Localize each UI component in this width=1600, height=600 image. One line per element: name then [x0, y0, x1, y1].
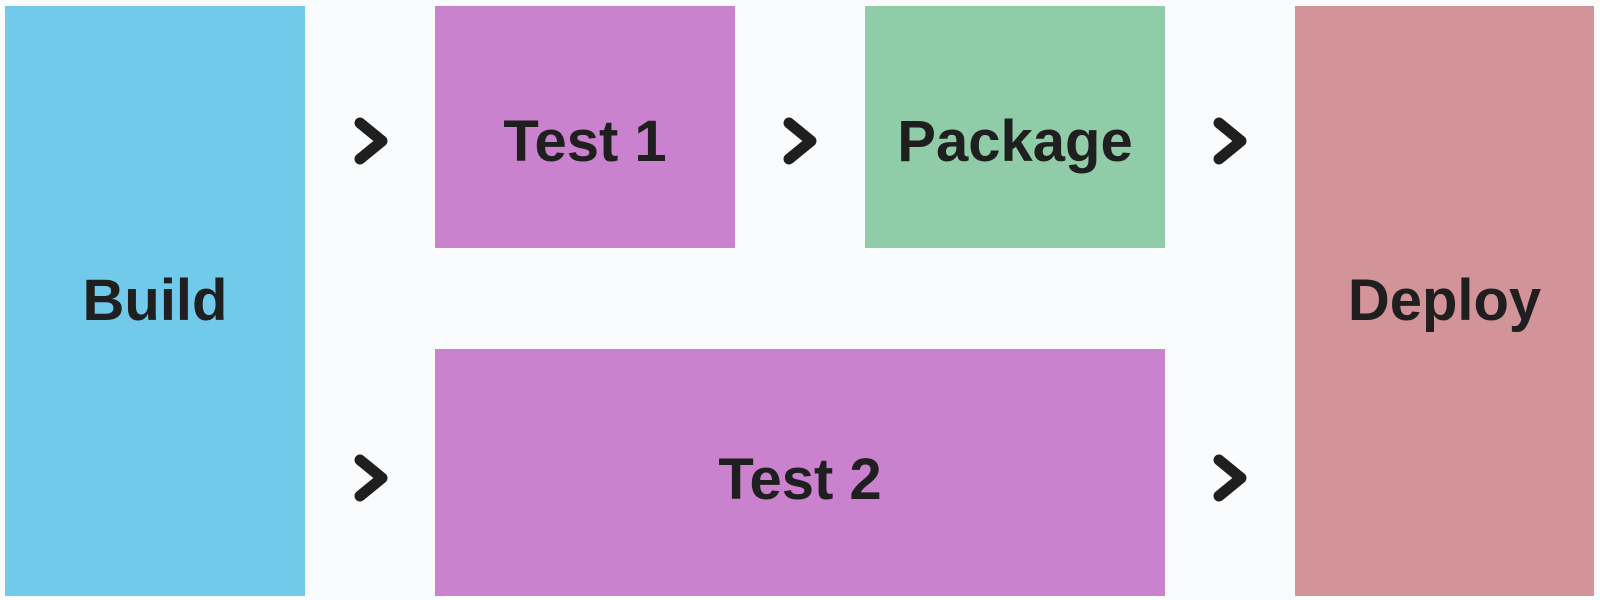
stage-test-1[interactable]: Test 1 [435, 6, 735, 248]
stage-build[interactable]: Build [5, 6, 305, 596]
stage-test-1-label: Test 1 [503, 109, 667, 174]
stage-test-2-label: Test 2 [718, 446, 882, 512]
stage-package-label: Package [897, 109, 1133, 174]
stage-package[interactable]: Package [865, 6, 1165, 248]
chevron-right-icon [351, 453, 391, 503]
chevron-right-icon [1210, 116, 1250, 166]
stage-build-label: Build [82, 268, 228, 333]
chevron-right-icon [351, 116, 391, 166]
chevron-right-icon [1210, 453, 1250, 503]
stage-test-2[interactable]: Test 2 [435, 349, 1165, 596]
stage-deploy-label: Deploy [1347, 268, 1542, 333]
stage-deploy[interactable]: Deploy [1295, 6, 1594, 596]
chevron-right-icon [780, 116, 820, 166]
